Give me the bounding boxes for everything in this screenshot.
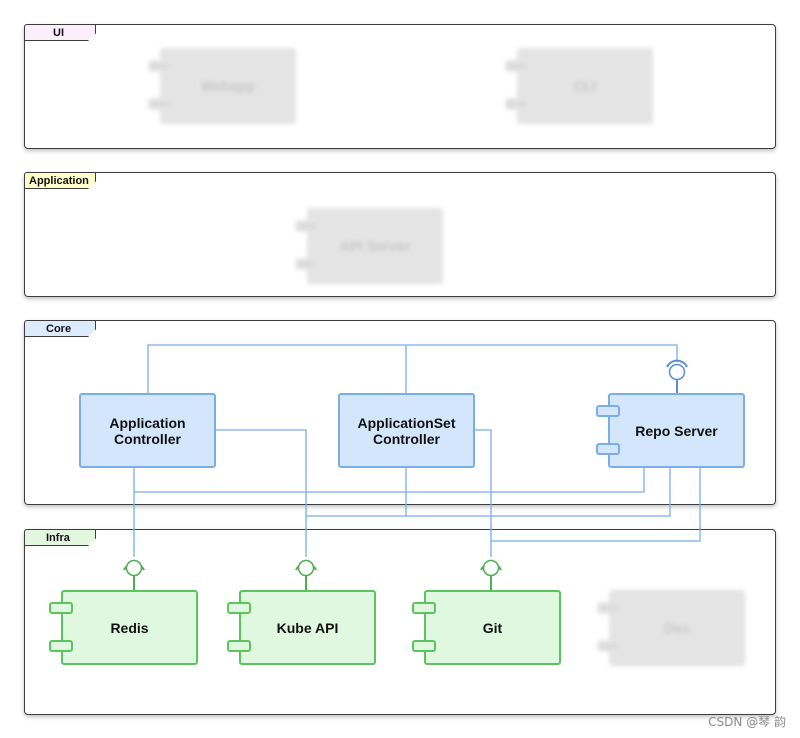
repo-server-port-bottom bbox=[596, 443, 620, 455]
redis-label: Redis bbox=[110, 619, 149, 636]
cli-port-top bbox=[505, 60, 529, 72]
dex-port-top bbox=[597, 602, 621, 614]
git-port-bottom bbox=[412, 640, 436, 652]
ui-layer-tab: UI bbox=[24, 24, 96, 41]
watermark: CSDN @琴 韵 bbox=[708, 715, 786, 729]
ui-layer: UI bbox=[24, 24, 776, 149]
dex-component: Dex bbox=[609, 590, 745, 666]
webapp-port-top bbox=[148, 60, 172, 72]
webapp-component: Webapp bbox=[160, 48, 296, 124]
git-port-top bbox=[412, 602, 436, 614]
repo-server-port-top bbox=[596, 405, 620, 417]
application-controller-label: Application Controller bbox=[109, 414, 186, 447]
redis-port-top bbox=[49, 602, 73, 614]
redis-component: Redis bbox=[61, 590, 198, 665]
webapp-label: Webapp bbox=[200, 78, 256, 94]
dex-port-bottom bbox=[597, 640, 621, 652]
webapp-port-bottom bbox=[148, 98, 172, 110]
application-layer-tab: Application bbox=[24, 172, 96, 189]
dex-label: Dex bbox=[664, 620, 690, 636]
kube-api-label: Kube API bbox=[276, 619, 339, 636]
kube-api-port-bottom bbox=[227, 640, 251, 652]
redis-port-bottom bbox=[49, 640, 73, 652]
infra-layer-tab: Infra bbox=[24, 529, 96, 546]
repo-server-component: Repo Server bbox=[608, 393, 745, 468]
kube-api-port-top bbox=[227, 602, 251, 614]
repo-server-label: Repo Server bbox=[635, 422, 718, 439]
core-layer-tab: Core bbox=[24, 320, 96, 337]
api-server-component: API Server bbox=[307, 208, 443, 284]
api-server-label: API Server bbox=[339, 238, 411, 254]
application-controller-component: Application Controller bbox=[79, 393, 216, 468]
api-server-port-top bbox=[295, 220, 319, 232]
cli-component: CLI bbox=[517, 48, 653, 124]
kube-api-component: Kube API bbox=[239, 590, 376, 665]
git-label: Git bbox=[482, 619, 503, 636]
cli-port-bottom bbox=[505, 98, 529, 110]
cli-label: CLI bbox=[573, 78, 597, 94]
applicationset-controller-label: ApplicationSet Controller bbox=[357, 414, 456, 447]
api-server-port-bottom bbox=[295, 258, 319, 270]
git-component: Git bbox=[424, 590, 561, 665]
applicationset-controller-component: ApplicationSet Controller bbox=[338, 393, 475, 468]
